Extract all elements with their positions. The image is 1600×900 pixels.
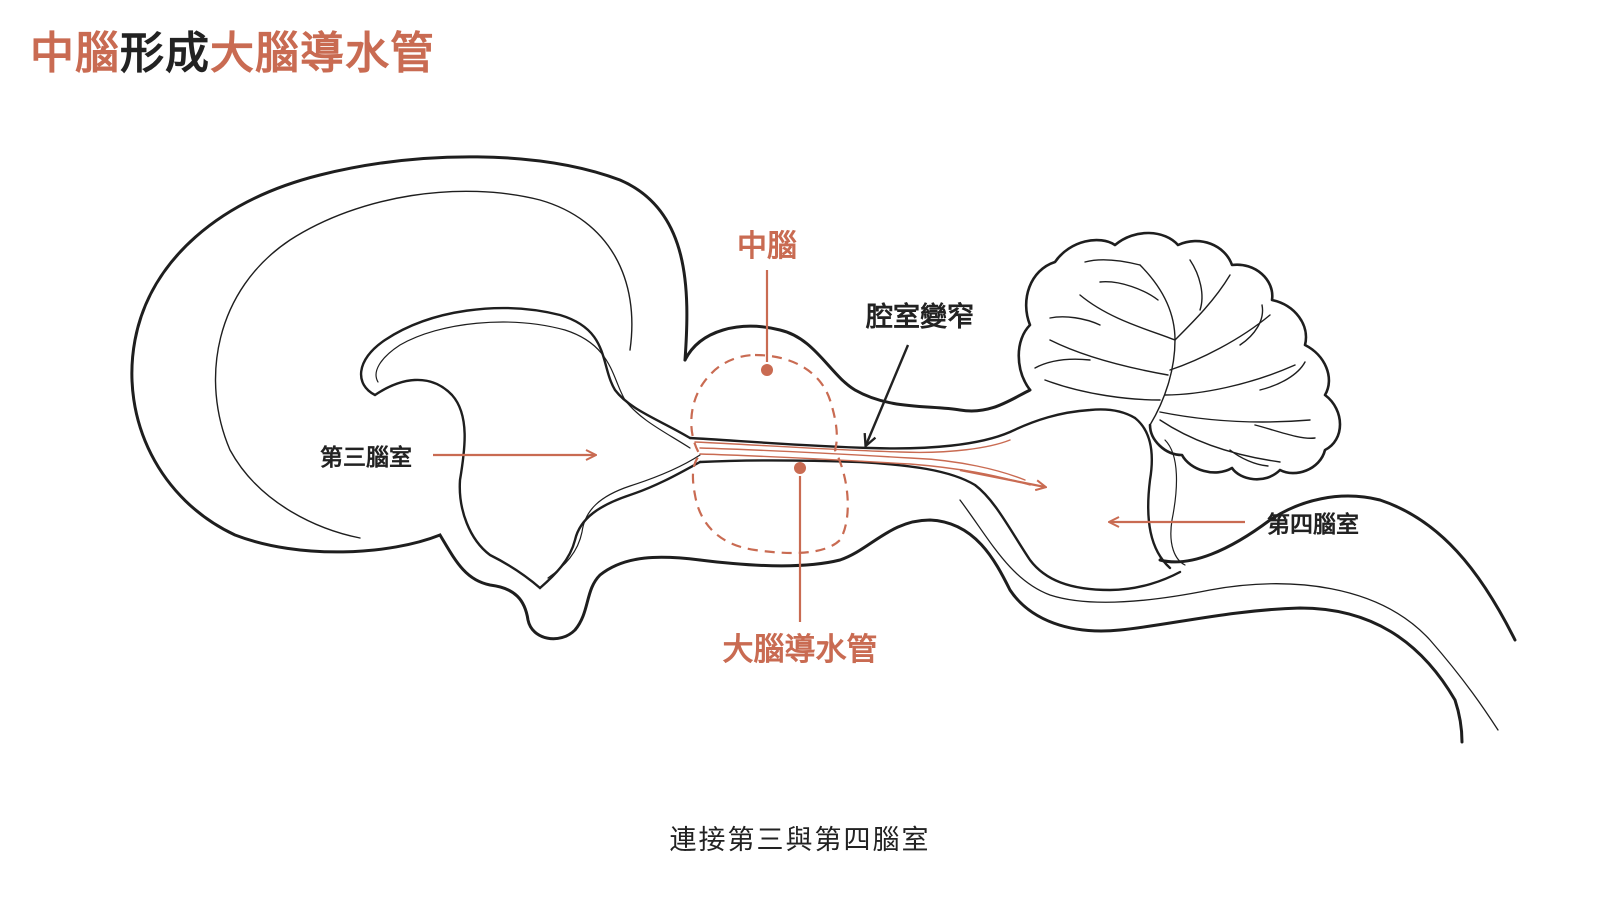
aqueduct-lower-wall bbox=[698, 459, 1182, 592]
third-ventricle-inner-line bbox=[375, 321, 691, 449]
midbrain-lower-outline bbox=[698, 518, 1464, 744]
midbrain-upper-outline bbox=[683, 324, 1032, 413]
third-ventricle-inner-line-lower bbox=[547, 454, 701, 579]
narrowing-label: 腔室變窄 bbox=[865, 301, 974, 333]
aqueduct-upper-wall bbox=[688, 408, 1137, 450]
cerebellum-outline bbox=[1017, 231, 1342, 481]
third-ventricle-cavity bbox=[360, 306, 702, 590]
aqueduct-flow-arrow bbox=[959, 468, 1045, 487]
aqueduct-label: 大腦導水管 bbox=[723, 632, 878, 668]
midbrain-region-dashed bbox=[690, 353, 849, 555]
fourth-ventricle-label: 第四腦室 bbox=[1267, 511, 1359, 538]
fourth-ventricle-inner-wall bbox=[1164, 439, 1186, 566]
aqueduct-leader-dot bbox=[794, 462, 806, 474]
title-aqueduct: 大腦導水管 bbox=[210, 28, 435, 79]
fourth-ventricle-wall bbox=[1133, 416, 1172, 570]
brainstem-inner-line bbox=[959, 499, 1499, 731]
title-midbrain: 中腦 bbox=[30, 28, 120, 79]
cerebellum-arbor-vitae bbox=[1034, 259, 1316, 467]
midbrain-label: 中腦 bbox=[737, 229, 797, 264]
caption: 連接第三與第四腦室 bbox=[669, 825, 931, 856]
forebrain-outline bbox=[130, 155, 702, 641]
forebrain-inner-contour bbox=[214, 190, 633, 539]
narrowing-arrow bbox=[866, 344, 910, 445]
title-forms: 形成 bbox=[120, 28, 210, 79]
page-title: 中腦形成大腦導水管 bbox=[30, 32, 435, 76]
brainstem-dorsal-line bbox=[1158, 494, 1517, 642]
third-ventricle-label: 第三腦室 bbox=[320, 444, 412, 471]
midbrain-leader-dot bbox=[761, 364, 773, 376]
